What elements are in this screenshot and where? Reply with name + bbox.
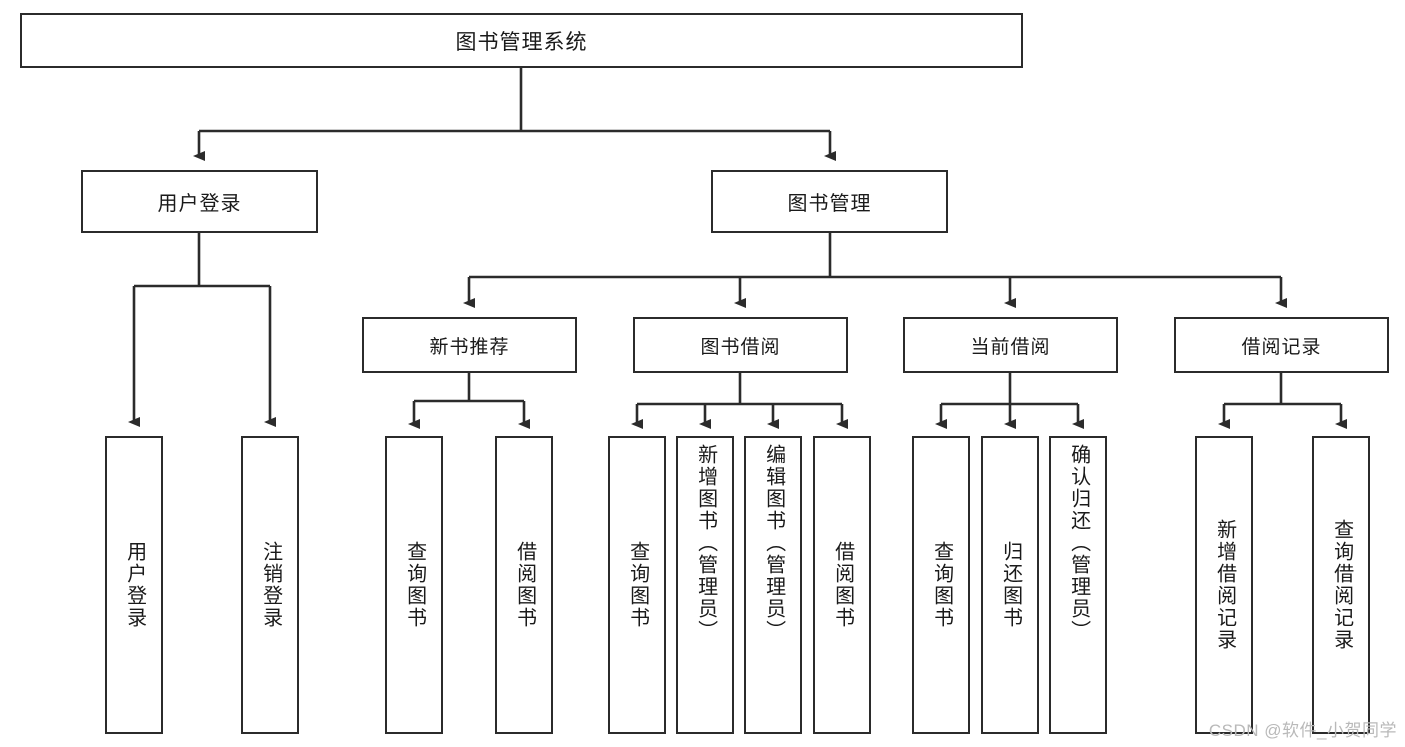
leaf-borrow-record-query[interactable]: 查询借阅记录 <box>1312 436 1370 734</box>
node-new-book-recommend[interactable]: 新书推荐 <box>362 317 577 373</box>
node-book-manage[interactable]: 图书管理 <box>711 170 948 233</box>
leaf-new-book-borrow[interactable]: 借阅图书 <box>495 436 553 734</box>
node-book-borrow[interactable]: 图书借阅 <box>633 317 848 373</box>
leaf-label: 注销登录 <box>259 541 282 629</box>
leaf-label: 新增图书（管理员） <box>694 444 717 642</box>
node-book-borrow-label: 图书借阅 <box>700 336 781 358</box>
node-root-label: 图书管理系统 <box>455 30 588 54</box>
node-current-borrow[interactable]: 当前借阅 <box>903 317 1118 373</box>
leaf-current-borrow-query[interactable]: 查询图书 <box>912 436 970 734</box>
leaf-label: 查询图书 <box>403 541 426 629</box>
watermark-text: CSDN @软件_小贺同学 <box>1208 721 1397 740</box>
leaf-book-borrow-add[interactable]: 新增图书（管理员） <box>676 436 734 734</box>
node-user-login[interactable]: 用户登录 <box>81 170 318 233</box>
leaf-book-borrow-lend[interactable]: 借阅图书 <box>813 436 871 734</box>
node-user-login-label: 用户登录 <box>157 193 242 215</box>
node-book-manage-label: 图书管理 <box>787 193 872 215</box>
leaf-book-borrow-query[interactable]: 查询图书 <box>608 436 666 734</box>
leaf-label: 查询图书 <box>626 541 649 629</box>
leaf-label: 用户登录 <box>123 541 146 629</box>
leaf-book-borrow-edit[interactable]: 编辑图书（管理员） <box>744 436 802 734</box>
leaf-label: 查询借阅记录 <box>1330 519 1353 651</box>
node-borrow-record-label: 借阅记录 <box>1241 336 1322 358</box>
leaf-label: 借阅图书 <box>513 541 536 629</box>
leaf-new-book-query[interactable]: 查询图书 <box>385 436 443 734</box>
node-current-borrow-label: 当前借阅 <box>970 336 1051 358</box>
node-borrow-record[interactable]: 借阅记录 <box>1174 317 1389 373</box>
leaf-label: 确认归还（管理员） <box>1067 444 1090 642</box>
leaf-user-login-signout[interactable]: 注销登录 <box>241 436 299 734</box>
leaf-user-login-signin[interactable]: 用户登录 <box>105 436 163 734</box>
leaf-borrow-record-add[interactable]: 新增借阅记录 <box>1195 436 1253 734</box>
leaf-current-borrow-return[interactable]: 归还图书 <box>981 436 1039 734</box>
leaf-label: 新增借阅记录 <box>1213 519 1236 651</box>
leaf-label: 查询图书 <box>930 541 953 629</box>
leaf-current-borrow-confirm-return[interactable]: 确认归还（管理员） <box>1049 436 1107 734</box>
leaf-label: 编辑图书（管理员） <box>762 444 785 642</box>
node-new-book-recommend-label: 新书推荐 <box>429 336 510 358</box>
leaf-label: 归还图书 <box>999 541 1022 629</box>
node-root[interactable]: 图书管理系统 <box>20 13 1023 68</box>
leaf-label: 借阅图书 <box>831 541 854 629</box>
